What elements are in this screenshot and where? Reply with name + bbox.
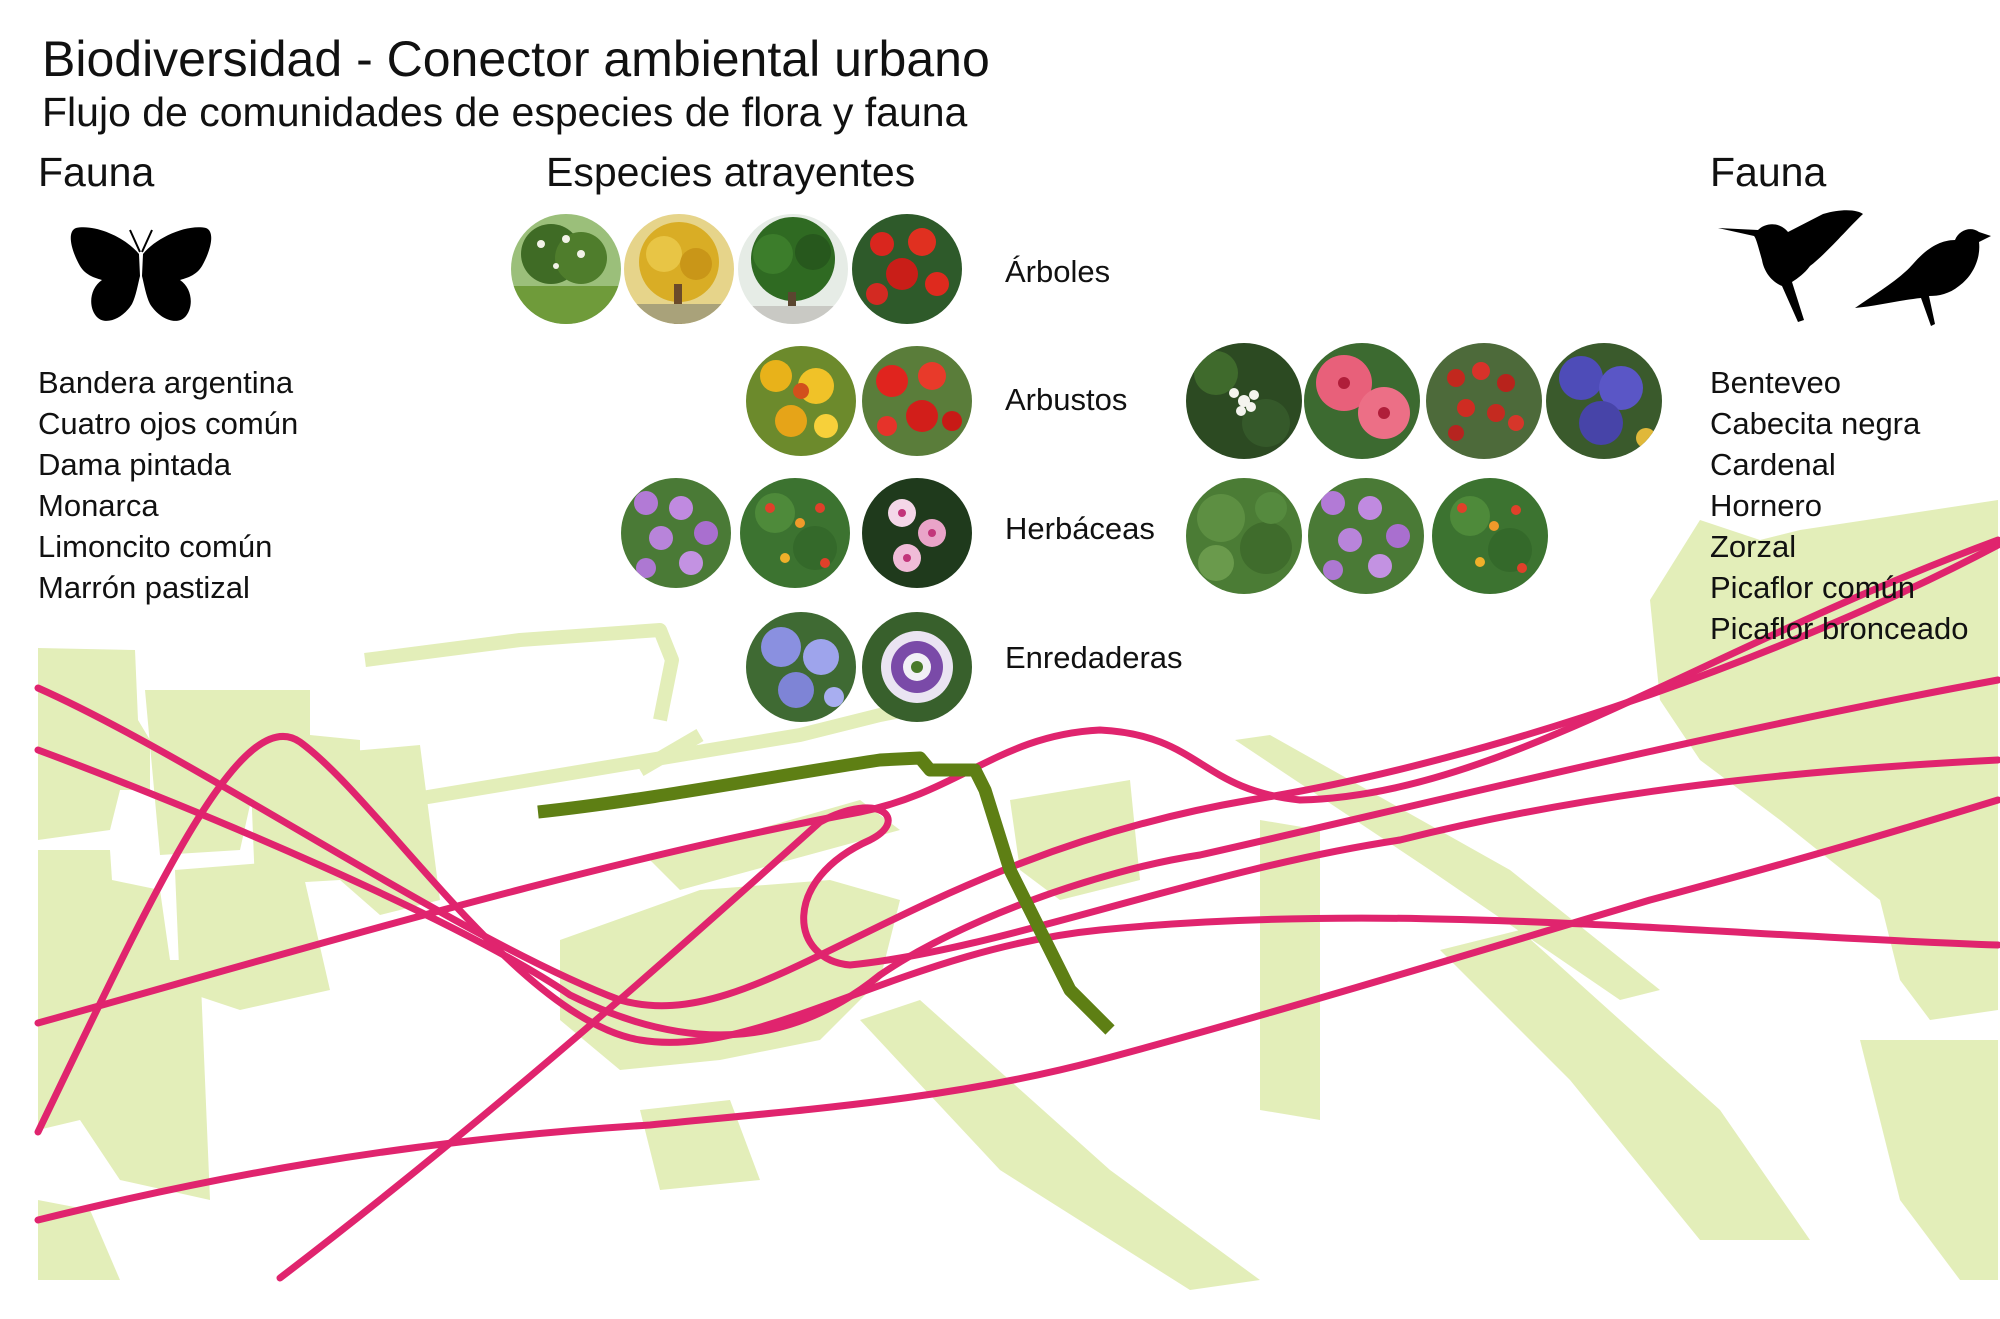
green-area-mid-diagonal — [1235, 735, 1660, 1000]
green-area-right-diag — [1440, 930, 1810, 1240]
green-area-mid-block-2 — [1260, 820, 1320, 1120]
list-item: Picaflor común — [1710, 570, 1916, 605]
flow-line-5 — [34, 796, 2000, 1224]
hummingbird-icon — [1718, 210, 1863, 322]
list-item: Limoncito común — [38, 529, 273, 564]
green-area-block-2 — [175, 860, 330, 1010]
green-area-bottom-left — [38, 1200, 120, 1280]
green-area-plaza — [560, 880, 900, 1070]
butterfly-species-list: Bandera argentina Cuatro ojos común Dama… — [38, 362, 298, 608]
plant-photo-shrub — [1304, 343, 1420, 459]
especies-atrayentes-heading: Especies atrayentes — [546, 149, 916, 195]
list-item: Dama pintada — [38, 447, 232, 482]
plant-photo-tree — [852, 214, 962, 324]
green-area-strip — [650, 800, 900, 890]
plant-photo-herb — [1186, 478, 1302, 594]
list-item: Cardenal — [1710, 447, 1836, 482]
green-area-left — [38, 648, 150, 840]
plant-photo-herb — [621, 478, 731, 588]
flow-line-6 — [276, 756, 2000, 1282]
flow-line-3 — [34, 536, 2000, 1027]
green-area-right-bottom — [1860, 1040, 1998, 1280]
plant-photo-shrub — [862, 346, 972, 456]
list-item: Marrón pastizal — [38, 570, 250, 605]
plant-photo-shrub — [1546, 343, 1662, 459]
plant-photo-herb — [862, 478, 972, 588]
plant-photo-tree — [738, 214, 848, 324]
category-label-arbustos: Arbustos — [1005, 382, 1128, 417]
plant-photo-herb — [740, 478, 850, 588]
species-flow-lines — [34, 536, 2000, 1282]
list-item: Cabecita negra — [1710, 406, 1921, 441]
category-label-herbaceas: Herbáceas — [1005, 511, 1155, 546]
green-corridor — [537, 751, 1115, 1035]
category-label-arboles: Árboles — [1005, 254, 1111, 289]
plant-photo-tree — [511, 214, 621, 324]
plant-photo-herb — [1432, 478, 1548, 594]
list-item: Picaflor bronceado — [1710, 611, 1969, 646]
butterfly-icon — [70, 227, 212, 321]
list-item: Hornero — [1710, 488, 1822, 523]
fauna-right-heading: Fauna — [1710, 149, 1827, 195]
plant-photo-shrub — [746, 346, 856, 456]
plant-photo-herb — [1308, 478, 1424, 594]
green-path-upper — [364, 623, 679, 722]
list-item: Cuatro ojos común — [38, 406, 299, 441]
flow-line-1 — [34, 541, 2000, 1010]
bird-species-list: Benteveo Cabecita negra Cardenal Hornero… — [1710, 362, 1969, 649]
list-item: Bandera argentina — [38, 365, 294, 400]
plant-photo-shrub — [1426, 343, 1542, 459]
green-area-left-2 — [38, 850, 210, 1200]
flow-line-2 — [34, 732, 2000, 1136]
list-item: Zorzal — [1710, 529, 1797, 564]
fauna-left-heading: Fauna — [38, 149, 155, 195]
list-item: Monarca — [38, 488, 159, 523]
bird-icon — [1855, 229, 1991, 326]
green-path-link — [636, 728, 704, 777]
green-area-right — [1650, 500, 1998, 1020]
plant-photo-vine — [862, 612, 972, 722]
flow-line-4 — [34, 676, 2000, 1039]
page-subtitle: Flujo de comunidades de especies de flor… — [42, 89, 968, 135]
plant-photo-shrub — [1186, 343, 1302, 459]
green-areas — [38, 500, 1998, 1290]
plant-photo-vine — [746, 612, 856, 722]
category-label-enredaderas: Enredaderas — [1005, 640, 1183, 675]
list-item: Benteveo — [1710, 365, 1841, 400]
plant-photo-tree — [624, 214, 734, 324]
green-area-mid-block — [1010, 780, 1140, 900]
green-area-rail-diag — [860, 1000, 1260, 1290]
page-title: Biodiversidad - Conector ambiental urban… — [42, 31, 990, 87]
